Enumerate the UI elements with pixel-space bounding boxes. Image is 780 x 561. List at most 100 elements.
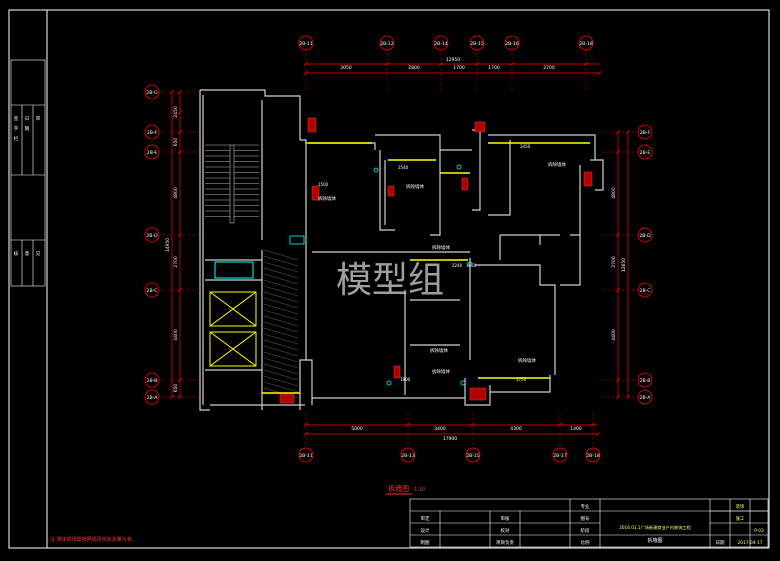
room-label: 拆除墙体	[430, 347, 448, 354]
drawing-scale: 1:10	[414, 487, 425, 493]
grid-label: 2B-D	[639, 233, 651, 239]
hatch-line	[263, 273, 299, 285]
grid-circle	[379, 35, 395, 51]
dimension-value: 4400	[173, 329, 179, 341]
dimension-value: 4800	[173, 187, 179, 199]
title-block-role: 审定	[421, 515, 430, 522]
hatch-line	[263, 357, 299, 369]
hatch-line	[263, 297, 299, 309]
hatch-line	[263, 279, 299, 291]
grid-label: 2B-15	[466, 453, 480, 459]
left-strip-text: 日	[25, 116, 30, 122]
title-block-field: 日期	[716, 540, 725, 546]
grid-circle	[144, 124, 160, 140]
left-strip-text: 核	[14, 250, 19, 257]
title-block-text: 审定审核设计校对制图项目负责专业图号阶段比例日期装饰施工P-032017-04-…	[421, 503, 765, 546]
title-block-field: 阶段	[581, 527, 590, 534]
grid-circle	[298, 35, 314, 51]
grid-circle	[144, 389, 160, 405]
dimension-value: 1700	[488, 65, 500, 71]
grid-label: 2B-12	[380, 41, 394, 47]
hatch-line	[263, 369, 299, 381]
grid-circle	[504, 35, 520, 51]
room-dimension: 1450	[466, 263, 477, 268]
grid-circle	[585, 447, 601, 463]
left-strip-text: 意	[25, 250, 30, 257]
title-block-role: 设计	[421, 527, 430, 534]
dimension-value: 12650	[621, 258, 627, 272]
dimension-value: 1700	[453, 65, 465, 71]
dimension-value: 4800	[611, 187, 617, 199]
grid-circle	[144, 84, 160, 100]
grid-circle	[552, 447, 568, 463]
grid-label: 2B-C	[147, 288, 158, 294]
hatch-line	[263, 321, 299, 333]
room-label: 拆除墙体	[318, 195, 336, 202]
left-strip-text: 栏	[14, 135, 19, 142]
dimension-value: 3050	[340, 65, 352, 71]
dimension-value: 2700	[173, 256, 179, 268]
grid-label: 2B-18	[586, 453, 600, 459]
dimension-value: 4300	[510, 426, 522, 432]
demolition-blocks	[279, 117, 593, 404]
title-block-value: 2017-04-17	[738, 540, 763, 546]
grid-label: 2B-13	[401, 453, 415, 459]
room-dimension: 3750	[516, 377, 527, 382]
dimension-value: 12950	[446, 57, 460, 63]
elevator-shafts	[209, 261, 257, 367]
grid-label: 2B-E	[640, 150, 651, 156]
grid-circle	[637, 372, 653, 388]
hatch-line	[263, 381, 299, 393]
title-block-role: 审核	[501, 515, 510, 522]
grid-circle	[637, 227, 653, 243]
hatch-line	[263, 309, 299, 321]
grid-label: 2B-D	[146, 233, 158, 239]
hatch-line	[263, 375, 299, 387]
grid-circle	[637, 389, 653, 405]
grid-label: 2B-15	[470, 41, 484, 47]
dimension-tick	[597, 70, 603, 76]
room-label: 拆除墙体	[548, 161, 566, 168]
room-label: 拆除墙体	[432, 368, 450, 375]
dimension-tick	[595, 431, 601, 437]
grid-label: 2B-G	[146, 90, 158, 96]
dimension-value: 2450	[173, 106, 179, 118]
grid-circle	[637, 124, 653, 140]
hatch-line	[263, 261, 299, 273]
grid-label: 2B-16	[505, 41, 519, 47]
dimension-value: 650	[173, 384, 179, 393]
grid-label: 2B-18	[579, 41, 593, 47]
grid-label: 2B-A	[640, 395, 652, 401]
left-strip-text: 审	[36, 115, 41, 122]
room-label: 拆除墙体	[432, 244, 450, 251]
room-label: 拆除墙体	[406, 183, 424, 190]
sheet-inner-frame	[46, 9, 770, 549]
hatch-line	[263, 363, 299, 375]
title-block-field: 图号	[581, 516, 590, 522]
title-block-role: 项目负责	[496, 539, 514, 546]
cyan-markers	[289, 164, 473, 386]
left-approval-strip	[10, 59, 46, 287]
hatch-line	[263, 291, 299, 303]
title-block-field: 比例	[581, 539, 590, 546]
dimension-lines	[171, 63, 629, 435]
grid-circle	[144, 372, 160, 388]
grid-label: 2B-14	[434, 41, 448, 47]
demolition-walls	[262, 142, 590, 394]
hatch-line	[263, 333, 299, 345]
watermark-text: 模型组	[336, 260, 444, 301]
title-block-value: P-03	[754, 528, 764, 534]
grid-label: 2B-C	[640, 288, 651, 294]
grid-label: 2B-A	[147, 395, 159, 401]
grid-circle	[400, 447, 416, 463]
grid-circle	[144, 144, 160, 160]
dimension-value: 17900	[443, 436, 457, 442]
room-dimension: 2240	[452, 263, 463, 268]
wall-outlines	[199, 89, 604, 411]
dimension-value: 3400	[434, 426, 446, 432]
grid-label: 2B-E	[147, 150, 158, 156]
hatch-line	[263, 249, 299, 261]
grid-circle	[298, 447, 314, 463]
title-block-value: 装饰	[736, 503, 745, 510]
